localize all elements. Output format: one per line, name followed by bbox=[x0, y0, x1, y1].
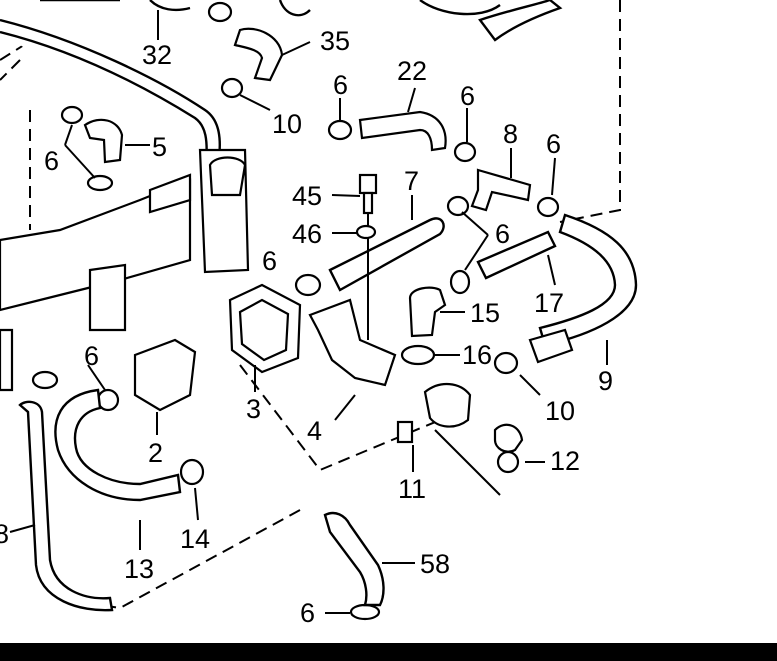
part-15-fitting bbox=[408, 286, 447, 338]
part-3-housing-inner bbox=[238, 298, 290, 362]
bottom-black-bar bbox=[0, 643, 777, 661]
part-58-hose bbox=[323, 511, 385, 607]
part-16-clamp bbox=[400, 344, 436, 366]
upper-left-hoses bbox=[0, 0, 563, 166]
part-22-hose bbox=[358, 110, 447, 152]
part-13-hose bbox=[54, 388, 182, 502]
callout-16: 16 bbox=[462, 340, 492, 370]
part-17-hose bbox=[476, 230, 557, 280]
callout-14: 14 bbox=[180, 524, 210, 554]
part-7-hose bbox=[328, 217, 445, 292]
part-35-hose bbox=[233, 27, 284, 82]
callout-6: 6 bbox=[84, 341, 99, 371]
callout-8: 8 bbox=[503, 119, 518, 149]
callout-11: 11 bbox=[398, 474, 426, 504]
part-45-bolt bbox=[355, 173, 378, 340]
callout-6: 6 bbox=[262, 246, 277, 276]
callout-6: 6 bbox=[44, 146, 59, 176]
part-12-grommet bbox=[496, 450, 520, 474]
callout-17: 17 bbox=[534, 288, 564, 318]
callout-6: 6 bbox=[495, 219, 510, 249]
part-8-edge-hose bbox=[18, 400, 114, 612]
callout-22: 22 bbox=[397, 56, 427, 86]
part-10-connector bbox=[528, 328, 574, 364]
callout-13: 13 bbox=[124, 554, 154, 584]
callout-8: 8 bbox=[0, 519, 9, 549]
part-2-sensor bbox=[133, 338, 197, 412]
callout-15: 15 bbox=[470, 298, 500, 328]
bracket-frame bbox=[0, 148, 250, 392]
callout-3: 3 bbox=[246, 394, 261, 424]
callout-5: 5 bbox=[152, 132, 167, 162]
callout-2: 2 bbox=[148, 438, 163, 468]
callout-58: 58 bbox=[420, 549, 450, 579]
callout-10: 10 bbox=[545, 396, 575, 426]
callout-45: 45 bbox=[292, 181, 322, 211]
callout-6: 6 bbox=[333, 70, 348, 100]
callout-12: 12 bbox=[550, 446, 580, 476]
callout-9: 9 bbox=[598, 366, 613, 396]
callout-6: 6 bbox=[300, 598, 315, 628]
part-12-clip bbox=[493, 423, 524, 453]
callout-6: 6 bbox=[546, 129, 561, 159]
callout-10: 10 bbox=[272, 109, 302, 139]
callout-46: 46 bbox=[292, 219, 322, 249]
hose-clamps bbox=[31, 1, 560, 621]
callout-35: 35 bbox=[320, 26, 350, 56]
part-4-bracket bbox=[308, 298, 397, 387]
part-11-valve bbox=[423, 383, 472, 428]
callout-6: 6 bbox=[460, 81, 475, 111]
callout-7: 7 bbox=[404, 166, 419, 196]
callout-4: 4 bbox=[307, 416, 322, 446]
part-5-hose bbox=[83, 118, 124, 164]
callout-labels: 32 35 22 6 6 10 8 6 6 5 45 7 46 6 6 17 1… bbox=[0, 26, 613, 628]
part-8-tee bbox=[470, 168, 532, 212]
leader-lines bbox=[9, 10, 608, 614]
callout-32: 32 bbox=[142, 40, 172, 70]
part-11-stem bbox=[396, 420, 414, 444]
